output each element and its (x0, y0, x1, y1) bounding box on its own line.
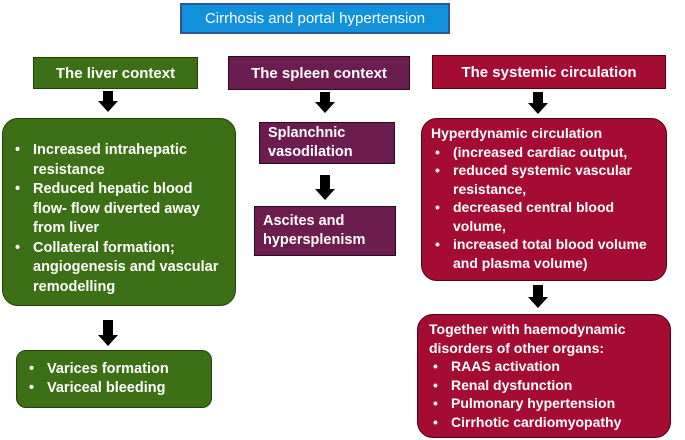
liver-mechanisms-list: Increased intrahepatic resistance Reduce… (11, 141, 227, 297)
liver-outcomes-box: Varices formation Variceal bleeding (16, 350, 212, 408)
splanchnic-vasodilation-box: Splanchnic vasodilation (259, 122, 395, 164)
haemodynamic-point-4: Cirrhotic cardiomyopathy (429, 413, 662, 432)
haemodynamic-point-1: RAAS activation (429, 357, 662, 376)
systemic-circulation-header: The systemic circulation (432, 55, 666, 89)
hyperdynamic-list: (increased cardiac output, reduced syste… (431, 143, 658, 273)
haemodynamic-list: RAAS activation Renal dysfunction Pulmon… (429, 357, 662, 431)
haemodynamic-point-3: Pulmonary hypertension (429, 394, 662, 413)
liver-mechanisms-box: Increased intrahepatic resistance Reduce… (2, 118, 236, 306)
diagram-title: Cirrhosis and portal hypertension (180, 3, 450, 34)
haemodynamic-disorders-box: Together with haemodynamic disorders of … (417, 314, 671, 438)
liver-outcomes-list: Varices formation Variceal bleeding (25, 360, 203, 398)
liver-outcome-1: Varices formation (25, 360, 203, 379)
liver-context-header: The liver context (33, 57, 198, 89)
splanchnic-vasodilation-text: Splanchnic vasodilation (268, 125, 353, 160)
spleen-context-header: The spleen context (228, 56, 410, 90)
liver-outcome-2: Variceal bleeding (25, 379, 203, 398)
liver-point-2: Reduced hepatic blood flow- flow diverte… (11, 180, 227, 239)
liver-point-1: Increased intrahepatic resistance (11, 141, 227, 180)
hyperdynamic-title: Hyperdynamic circulation (431, 125, 603, 141)
haemodynamic-title: Together with haemodynamic disorders of … (429, 321, 626, 356)
ascites-hypersplenism-box: Ascites and hypersplenism (254, 206, 396, 256)
hyperdynamic-point-4: increased total blood volume and plasma … (431, 235, 658, 272)
haemodynamic-point-2: Renal dysfunction (429, 376, 662, 395)
hyperdynamic-point-1: (increased cardiac output, (431, 143, 658, 162)
hyperdynamic-circulation-box: Hyperdynamic circulation (increased card… (421, 118, 667, 281)
hyperdynamic-point-3: decreased central blood volume, (431, 198, 658, 235)
hyperdynamic-point-2: reduced systemic vascular resistance, (431, 161, 658, 198)
ascites-hypersplenism-text: Ascites and hypersplenism (263, 213, 366, 248)
liver-point-3: Collateral formation; angiogenesis and v… (11, 239, 227, 298)
